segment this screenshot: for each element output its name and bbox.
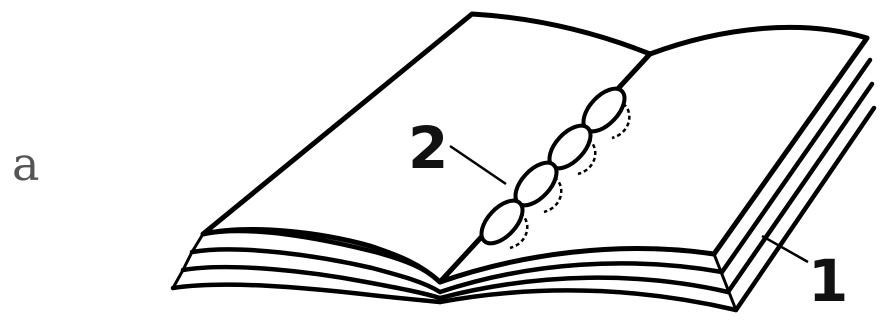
open-book-illustration	[173, 14, 874, 310]
callout-pages: 1	[762, 236, 848, 315]
callout-label-binding: 2	[408, 114, 448, 182]
callout-label-pages: 1	[808, 247, 848, 315]
panel-label: a	[12, 137, 39, 191]
